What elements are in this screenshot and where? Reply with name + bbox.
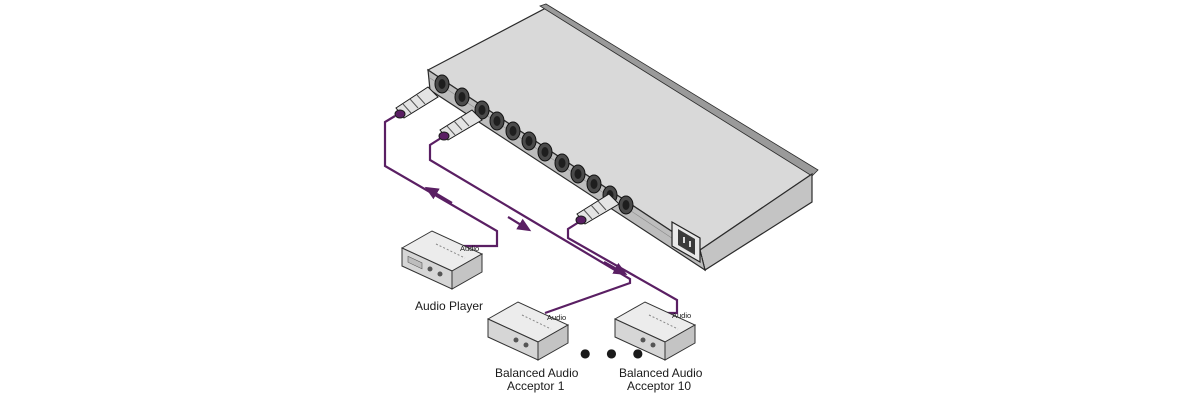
audio-player-audio-tag: Audio (460, 244, 479, 253)
xlr-output-connector (474, 100, 490, 120)
xlr-plug-acceptor-1 (438, 109, 483, 141)
balanced-audio-acceptor-1: Audio Balanced Audio Acceptor 1 (486, 301, 579, 393)
xlr-output-connector (586, 174, 602, 194)
acceptor-1-caption-line2: Acceptor 1 (507, 379, 565, 393)
acceptor-1-audio-tag: Audio (547, 313, 566, 322)
power-socket (671, 220, 701, 264)
xlr-input-connector (434, 74, 450, 94)
acceptor-10-audio-tag: Audio (672, 311, 691, 320)
xlr-output-connector (570, 164, 586, 184)
flow-arrow-acceptor-1 (507, 216, 532, 232)
xlr-output-connector (521, 131, 537, 151)
flow-arrow-acceptor-10 (603, 261, 628, 275)
audio-player-device: Audio Audio Player (400, 230, 484, 313)
xlr-output-connector (505, 121, 521, 141)
acceptor-1-caption-line1: Balanced Audio (495, 366, 579, 380)
more-acceptors-ellipsis: ● ● ● (580, 346, 649, 360)
acceptor-10-caption-line2: Acceptor 10 (627, 379, 691, 393)
xlr-plug-acceptor-10 (575, 193, 620, 225)
flow-arrow-input (424, 186, 453, 204)
xlr-plug-input (394, 86, 439, 119)
chassis-rim (539, 3, 819, 177)
xlr-output-connector (618, 195, 634, 215)
xlr-output-connector (489, 111, 505, 131)
xlr-loop-connector (454, 87, 470, 107)
input-cable (383, 115, 499, 248)
balanced-audio-acceptor-10: Audio Balanced Audio Acceptor 10 (613, 301, 703, 393)
distribution-amplifier-unit (426, 3, 819, 272)
audio-player-caption: Audio Player (415, 299, 483, 313)
xlr-output-connector (537, 142, 553, 162)
acceptor-10-caption-line1: Balanced Audio (619, 366, 703, 380)
signal-flow-arrows (424, 186, 628, 275)
xlr-output-connector (554, 153, 570, 173)
